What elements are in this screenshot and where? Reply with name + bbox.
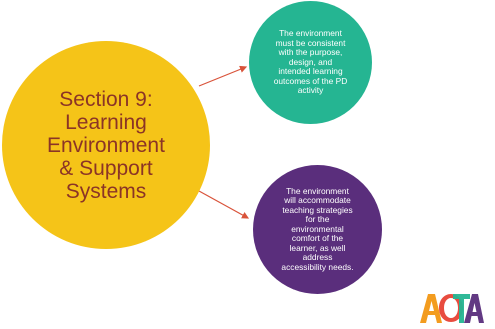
connector-arrow-2 — [198, 190, 250, 219]
aota-logo — [420, 294, 484, 323]
node-circle-1: The environment must be consistent with … — [249, 1, 372, 124]
node-text-1: The environment must be consistent with … — [273, 28, 348, 96]
node-circle-2: The environment will accommodate teachin… — [253, 165, 382, 294]
main-topic-title: Section 9: Learning Environment & Suppor… — [47, 87, 165, 203]
node-text-2: The environment will accommodate teachin… — [281, 185, 354, 272]
connector-arrow-1 — [198, 65, 248, 87]
main-topic-circle: Section 9: Learning Environment & Suppor… — [2, 41, 210, 249]
